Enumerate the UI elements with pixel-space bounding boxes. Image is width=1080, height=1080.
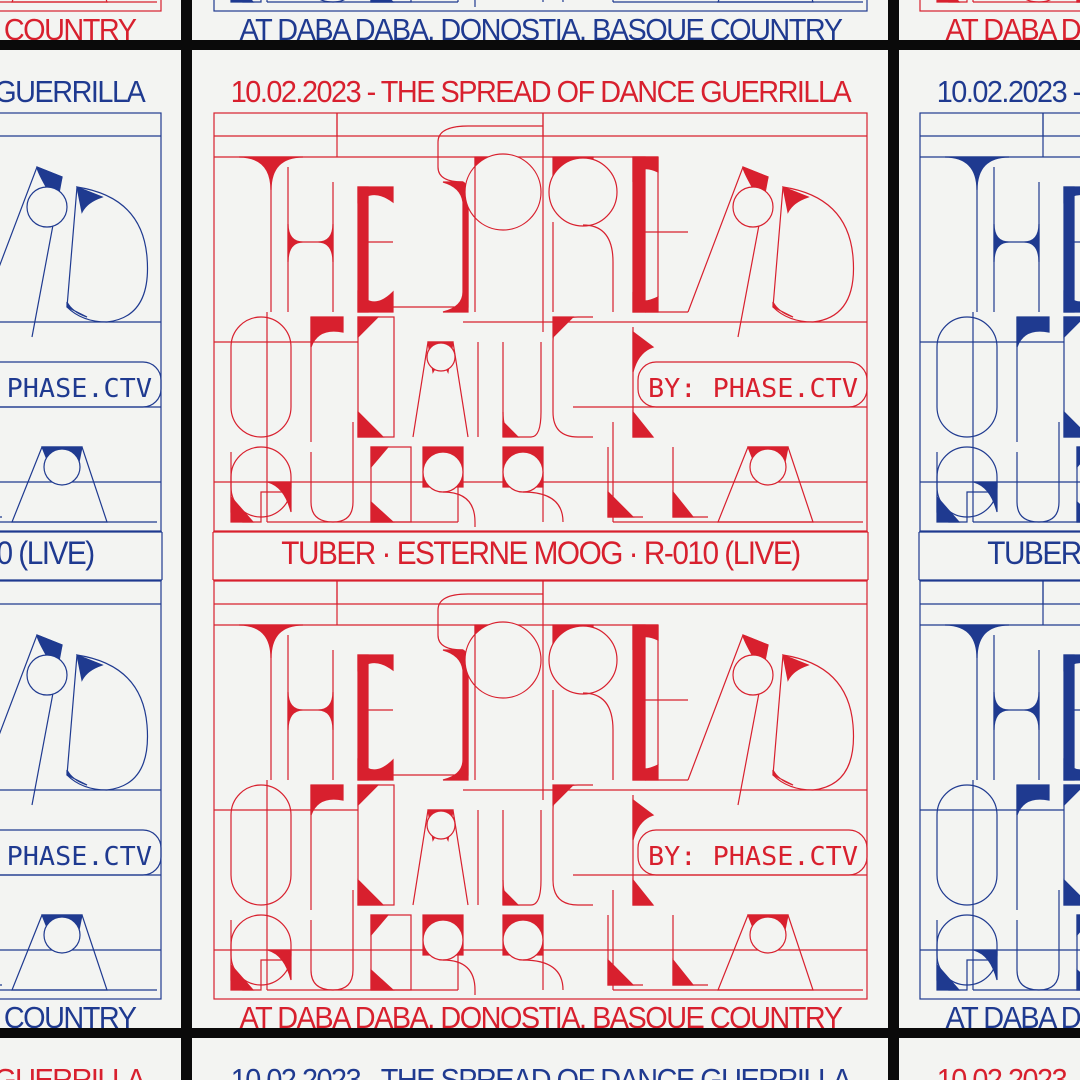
- poster-header: 10.02.2023 - THE SPREAD OF DANCE GUERRIL…: [936, 74, 1080, 109]
- poster-tile-red: 10.02.2023 - THE SPREAD OF DANCE GUERRIL…: [193, 62, 888, 1040]
- divider-horizontal: [0, 40, 1080, 50]
- lineup-text: TUBER · ESTERNE MOOG · R-010 (LIVE): [281, 535, 801, 571]
- poster-tile-red: 10.02.2023 - THE SPREAD OF DANCE GUERRIL…: [0, 1050, 182, 1080]
- title-artwork: [899, 1050, 1080, 1080]
- title-artwork: [212, 112, 869, 1000]
- title-artwork: [0, 1050, 182, 1080]
- title-artwork: [0, 112, 163, 1000]
- lineup-text: TUBER · ESTERNE MOOG · R-010 (LIVE): [0, 535, 95, 571]
- poster-header: 10.02.2023 - THE SPREAD OF DANCE GUERRIL…: [936, 1062, 1080, 1080]
- lineup-text: TUBER · ESTERNE MOOG · R-010 (LIVE): [987, 535, 1080, 571]
- title-artwork: [193, 1050, 888, 1080]
- poster-tile-red: 10.02.2023 - THE SPREAD OF DANCE GUERRIL…: [899, 1050, 1080, 1080]
- poster-header: 10.02.2023 - THE SPREAD OF DANCE GUERRIL…: [0, 1062, 146, 1080]
- divider-vertical: [888, 0, 899, 1080]
- poster-tile-blue: 10.02.2023 - THE SPREAD OF DANCE GUERRIL…: [193, 1050, 888, 1080]
- title-artwork: [918, 112, 1080, 1000]
- divider-horizontal: [0, 1028, 1080, 1038]
- poster-tile-blue: 10.02.2023 - THE SPREAD OF DANCE GUERRIL…: [899, 62, 1080, 1040]
- divider-vertical: [181, 0, 192, 1080]
- poster-header: 10.02.2023 - THE SPREAD OF DANCE GUERRIL…: [0, 74, 146, 109]
- poster-tile-blue: 10.02.2023 - THE SPREAD OF DANCE GUERRIL…: [0, 62, 182, 1040]
- poster-header: 10.02.2023 - THE SPREAD OF DANCE GUERRIL…: [230, 1062, 852, 1080]
- poster-header: 10.02.2023 - THE SPREAD OF DANCE GUERRIL…: [230, 74, 852, 109]
